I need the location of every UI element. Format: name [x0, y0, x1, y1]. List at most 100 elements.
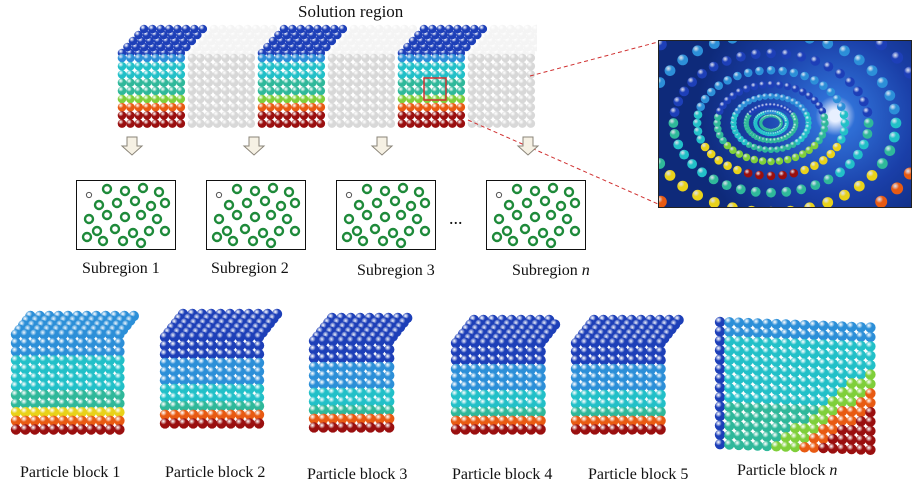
particle — [526, 363, 537, 375]
slab-particle — [204, 111, 214, 120]
particle — [837, 396, 848, 407]
slab-particle — [266, 119, 275, 128]
slab-particle — [142, 70, 152, 79]
particle — [488, 415, 499, 426]
slab-particle — [196, 53, 205, 63]
zoom-particle — [815, 136, 823, 145]
slab-particle — [126, 61, 135, 71]
slab-particle — [461, 24, 471, 34]
slab-particle — [221, 94, 230, 104]
green-ring — [539, 195, 551, 207]
particle — [39, 381, 50, 392]
slab-particle — [344, 102, 354, 112]
slab-particle — [501, 61, 510, 71]
zoom-particle — [714, 81, 723, 90]
zoom-particle — [768, 102, 774, 108]
zoom-particle — [800, 71, 809, 81]
green-ring — [501, 225, 513, 237]
slab-particle — [117, 86, 127, 96]
slab-particle — [361, 102, 370, 112]
particle — [655, 406, 666, 418]
particle — [771, 337, 782, 349]
slab-particle — [299, 111, 309, 120]
particle — [724, 345, 735, 356]
slab-particle — [467, 61, 477, 71]
slab-particle — [321, 24, 331, 34]
slab-particle — [282, 53, 292, 63]
slab-particle — [431, 111, 440, 120]
subregion-label-3: Subregion 3 — [357, 262, 435, 279]
particle — [206, 357, 218, 369]
particle — [374, 404, 385, 416]
particle — [790, 432, 801, 443]
particle — [20, 372, 31, 383]
slab-particle — [291, 119, 300, 128]
slab-particle — [361, 78, 370, 87]
particle — [808, 357, 820, 369]
slab-particle — [257, 102, 267, 112]
slab-particle — [196, 102, 205, 112]
particle-block-3-image — [308, 312, 413, 433]
particle — [837, 330, 848, 342]
slab-particle — [509, 119, 519, 128]
particle — [374, 422, 385, 433]
slab-particle — [212, 53, 222, 63]
particle — [655, 398, 666, 409]
slab-particle — [374, 24, 384, 34]
slab-particle — [344, 111, 354, 120]
slab-particle — [484, 78, 494, 87]
particle — [178, 331, 189, 343]
particle — [327, 335, 338, 347]
ellipsis: ... — [449, 208, 463, 228]
particle — [771, 412, 782, 424]
slab-particle — [456, 94, 466, 104]
particle — [488, 406, 499, 418]
particle — [752, 421, 763, 432]
slab-particle — [467, 102, 477, 112]
particle — [714, 420, 726, 431]
particle — [846, 434, 857, 445]
particle — [104, 407, 116, 418]
particle — [346, 370, 357, 381]
particle — [159, 331, 171, 343]
green-ring — [159, 225, 171, 237]
particle — [714, 392, 726, 403]
particle — [253, 418, 265, 429]
particle — [95, 415, 106, 426]
particle — [790, 366, 801, 377]
particle — [599, 415, 610, 426]
slab-particle — [431, 78, 440, 87]
slab-particle — [352, 119, 362, 128]
particle — [337, 353, 348, 364]
slab-particle — [386, 111, 396, 120]
particle — [216, 392, 227, 403]
particle — [827, 405, 838, 416]
particle — [469, 381, 480, 392]
slab-particle — [308, 70, 317, 79]
particle — [855, 434, 867, 446]
particle — [57, 372, 69, 383]
green-ring — [267, 182, 279, 194]
zoom-particle — [664, 65, 676, 76]
particle — [507, 415, 518, 426]
slab-particle — [282, 111, 292, 120]
particle — [253, 357, 265, 369]
zoom-particle — [779, 94, 786, 101]
slab-particle — [397, 119, 407, 128]
particle — [535, 355, 546, 366]
slab-particle — [274, 30, 283, 40]
particle — [608, 372, 619, 383]
zoom-particle — [743, 168, 753, 178]
particle — [337, 379, 348, 390]
particle — [724, 354, 735, 366]
slab-particle — [299, 53, 309, 63]
slab-particle — [352, 70, 362, 79]
slab-particle — [518, 78, 527, 87]
particle — [818, 395, 829, 407]
particle — [479, 398, 490, 409]
particle — [253, 400, 265, 412]
particle — [29, 363, 40, 375]
particle — [780, 432, 791, 443]
zoom-particle — [826, 87, 836, 97]
zoom-particle — [659, 77, 666, 88]
